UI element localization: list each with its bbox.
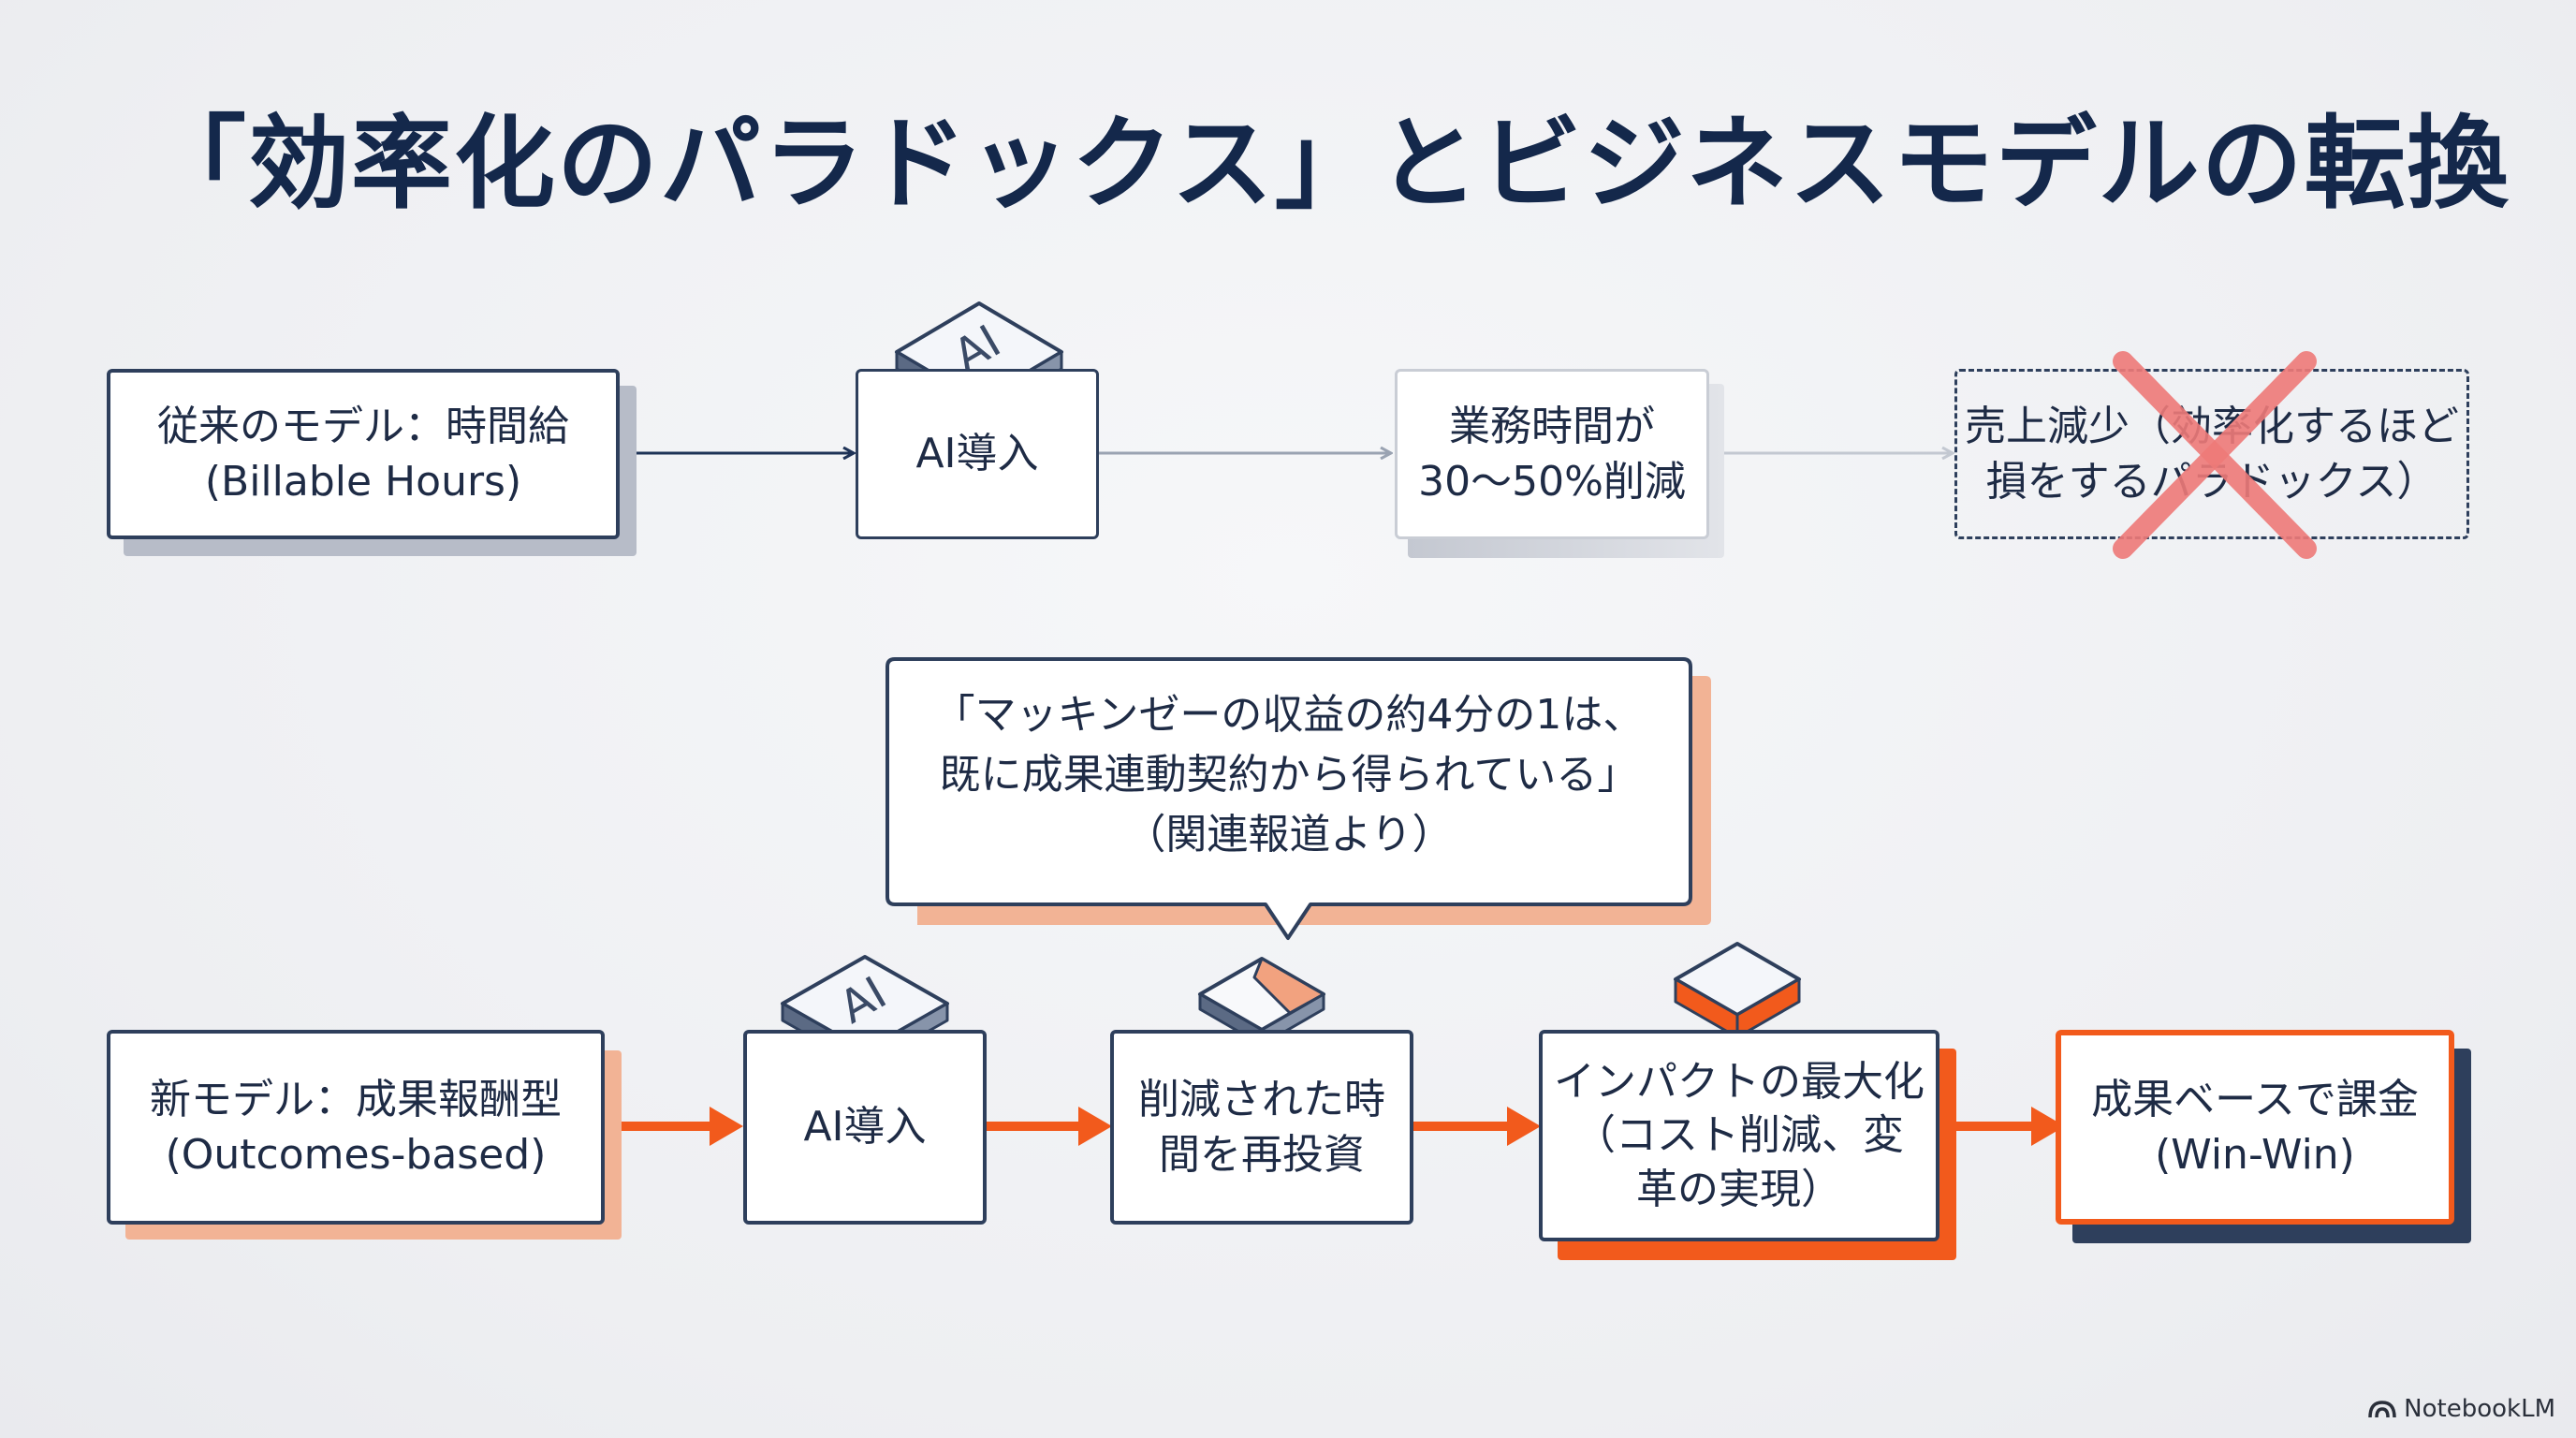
impact-line1: インパクトの最大化: [1554, 1058, 1925, 1107]
old-ai-box: AI導入: [856, 369, 1099, 539]
reinvest-line2: 間を再投資: [1159, 1131, 1365, 1179]
quote-source: （関連報道より）: [1124, 810, 1454, 858]
impact-box: インパクトの最大化 （コスト削減、変 革の実現）: [1539, 1030, 1939, 1241]
reinvest-box: 削減された時 間を再投資: [1110, 1030, 1413, 1225]
new-model-box: 新モデル：成果報酬型 (Outcomes-based): [107, 1030, 605, 1225]
cross-mark-icon: [2113, 351, 2317, 559]
billing-line2: (Win-Win): [2155, 1131, 2355, 1179]
impact-cube-icon: [1674, 942, 1801, 1039]
impact-line2: （コスト削減、変: [1574, 1111, 1904, 1160]
new-ai-box: AI導入: [743, 1030, 987, 1225]
arrow-impact-to-billing: [1939, 1107, 2065, 1146]
reduction-line1: 業務時間が: [1448, 402, 1655, 450]
old-ai-label: AI導入: [915, 430, 1039, 478]
new-ai-label: AI導入: [803, 1103, 927, 1152]
svg-text:AI: AI: [831, 967, 896, 1034]
arrow-reinvest-to-impact: [1413, 1107, 1541, 1146]
notebooklm-logo-icon: [2368, 1401, 2396, 1418]
old-model-box: 従来のモデル：時間給 (Billable Hours): [107, 369, 620, 539]
reduction-line2: 30〜50%削減: [1418, 458, 1686, 506]
billing-box: 成果ベースで課金 (Win-Win): [2056, 1030, 2454, 1225]
new-model-subtitle: (Outcomes-based): [165, 1131, 547, 1179]
billing-line1: 成果ベースで課金: [2091, 1075, 2419, 1123]
brand-name: NotebookLM: [2404, 1395, 2555, 1423]
reinvest-line1: 削減された時: [1138, 1075, 1385, 1123]
reduction-box: 業務時間が 30〜50%削減: [1395, 369, 1709, 539]
impact-line3: 革の実現）: [1636, 1165, 1842, 1213]
quote-line1: 「マッキンゼーの収益の約4分の1は、: [933, 691, 1645, 739]
quote-line2: 既に成果連動契約から得られている」: [939, 750, 1639, 799]
old-model-title: 従来のモデル：時間給: [157, 402, 569, 450]
quote-text: 「マッキンゼーの収益の約4分の1は、 既に成果連動契約から得られている」 （関連…: [887, 685, 1690, 864]
old-model-subtitle: (Billable Hours): [204, 458, 522, 506]
arrow-newmodel-to-ai: [620, 1107, 743, 1146]
new-model-title: 新モデル：成果報酬型: [150, 1075, 562, 1123]
slide-title: 「効率化のパラドックス」とビジネスモデルの転換: [145, 106, 2510, 223]
brand-watermark: NotebookLM: [2368, 1395, 2555, 1423]
arrow-ai-to-reinvest: [987, 1107, 1112, 1146]
